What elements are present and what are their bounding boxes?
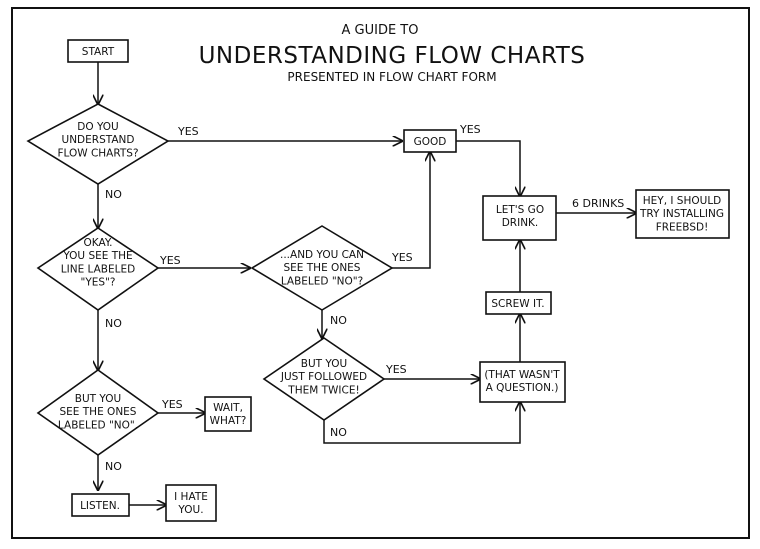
followed-twice-diamond (262, 337, 386, 421)
good-label: GOOD (414, 136, 447, 148)
understand-line-1: DO YOU (77, 121, 118, 133)
lets-go-drink-box (482, 195, 557, 241)
edge-see-no-mid-yes-to-good (392, 152, 430, 269)
see-yes-line-1: OKAY. (84, 237, 113, 249)
see-yes-diamond (36, 227, 160, 311)
freebsd-box (635, 189, 730, 239)
see-no-mid-diamond (250, 225, 394, 311)
connectors (98, 62, 636, 505)
label-no-see-yes: NO (105, 317, 122, 330)
followed-twice-line-1: BUT YOU (301, 358, 347, 370)
comic-frame (11, 7, 750, 539)
edge-labels: YES NO YES NO YES NO YES NO YES NO YES 6… (105, 123, 624, 473)
understand-line-2: UNDERSTAND (62, 134, 135, 146)
followed-twice-line-2: JUST FOLLOWED (280, 371, 367, 383)
not-a-question-line-1: (THAT WASN'T (484, 369, 560, 381)
screw-it-line-1: SCREW IT. (491, 298, 544, 310)
label-six-drinks: 6 DRINKS (572, 197, 624, 210)
understand-diamond (26, 103, 170, 185)
edge-good-yes-to-drink (456, 140, 520, 196)
wait-what-label: WAIT,WHAT? (210, 402, 247, 427)
node-start: START (67, 39, 129, 63)
lets-go-drink-line-2: DRINK. (502, 217, 539, 229)
start-label: START (82, 46, 115, 58)
not-a-question-line-2: A QUESTION.) (486, 382, 559, 394)
i-hate-you-line-2: YOU. (177, 504, 203, 516)
see-no-mid-line-2: SEE THE ONES (284, 262, 361, 274)
lets-go-drink-line-1: LET'S GO (496, 204, 544, 216)
see-yes-line-3: LINE LABELED (61, 263, 135, 275)
wait-what-line-1: WAIT, (213, 402, 243, 414)
followed-twice-line-3: THEM TWICE! (287, 384, 359, 396)
node-wait-what: WAIT,WHAT? (204, 396, 252, 432)
understand-line-3: FLOW CHARTS? (57, 147, 138, 159)
edge-followed-no-to-not-question (323, 402, 520, 444)
title-line-2: UNDERSTANDING FLOW CHARTS (199, 43, 586, 69)
label-yes-good: YES (459, 123, 481, 136)
screw-it-label: SCREW IT. (491, 298, 544, 310)
label-no-see-no-left: NO (105, 460, 122, 473)
i-hate-you-line-1: I HATE (174, 491, 208, 503)
label-yes-see-no-left: YES (161, 398, 183, 411)
freebsd-line-2: TRY INSTALLING (639, 208, 724, 220)
wait-what-line-2: WHAT? (210, 415, 247, 427)
freebsd-line-3: FREEBSD! (656, 221, 709, 233)
see-no-left-line-2: SEE THE ONES (60, 406, 137, 418)
good-line-1: GOOD (414, 136, 447, 148)
title-line-1: A GUIDE TO (342, 23, 419, 38)
see-no-left-diamond (36, 369, 160, 456)
see-no-left-line-3: LABELED "NO". (58, 419, 138, 431)
label-yes-understand: YES (177, 125, 199, 138)
listen-box (71, 493, 130, 517)
label-no-see-no-mid: NO (330, 314, 347, 327)
start-box (67, 39, 129, 63)
good-box (403, 129, 457, 153)
listen-line-1: LISTEN. (80, 500, 120, 512)
see-no-mid-line-3: LABELED "NO"? (281, 275, 363, 287)
listen-label: LISTEN. (80, 500, 120, 512)
label-yes-followed: YES (385, 363, 407, 376)
node-screw-it: SCREW IT. (485, 291, 552, 315)
wait-what-box (204, 396, 252, 432)
see-no-mid-line-1: ...AND YOU CAN (280, 249, 364, 261)
title-line-3: PRESENTED IN FLOW CHART FORM (287, 70, 496, 84)
node-good: GOOD (403, 129, 457, 153)
label-yes-see-no-mid: YES (391, 251, 413, 264)
freebsd-line-1: HEY, I SHOULD (643, 195, 722, 207)
label-no-followed: NO (330, 426, 347, 439)
node-listen: LISTEN. (71, 493, 130, 517)
start-line-1: START (82, 46, 115, 58)
see-yes-line-4: "YES"? (81, 276, 116, 288)
screw-it-box (485, 291, 552, 315)
label-yes-see-yes: YES (159, 254, 181, 267)
i-hate-you-box (165, 484, 217, 522)
see-yes-line-2: YOU SEE THE (62, 250, 132, 262)
label-no-understand: NO (105, 188, 122, 201)
see-no-left-line-1: BUT YOU (75, 393, 121, 405)
not-a-question-box (479, 361, 566, 403)
